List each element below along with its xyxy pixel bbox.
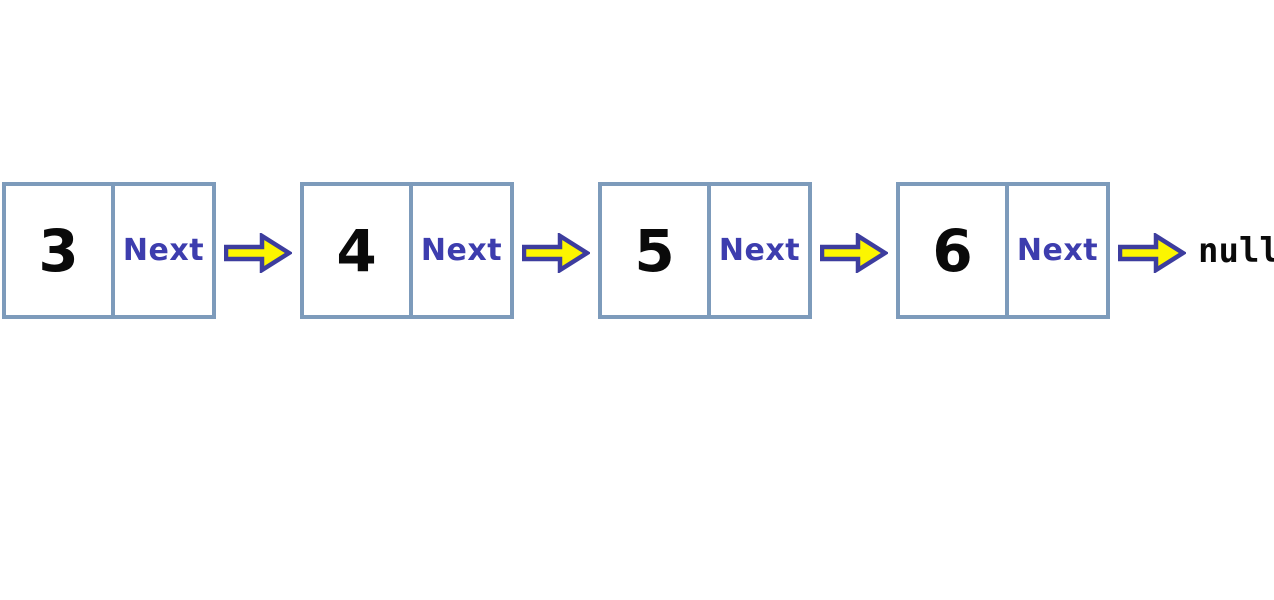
linked-list-row: 3 Next 4 Next 5 Next 6 Next null xyxy=(2,182,1274,319)
node-next-pointer: Next xyxy=(707,186,808,315)
list-node: 5 Next xyxy=(598,182,812,319)
list-node: 4 Next xyxy=(300,182,514,319)
next-arrow-icon xyxy=(224,232,292,273)
list-node: 6 Next xyxy=(896,182,1110,319)
next-arrow-icon xyxy=(820,232,888,273)
node-value: 4 xyxy=(336,216,377,285)
node-value: 3 xyxy=(38,216,79,285)
next-arrow-icon xyxy=(522,232,590,273)
next-arrow-icon xyxy=(1118,232,1186,273)
node-next-pointer: Next xyxy=(409,186,510,315)
node-next-pointer: Next xyxy=(111,186,212,315)
list-node: 3 Next xyxy=(2,182,216,319)
node-value: 5 xyxy=(634,216,675,285)
node-next-pointer: Next xyxy=(1005,186,1106,315)
node-value: 6 xyxy=(932,216,973,285)
null-terminator: null xyxy=(1198,230,1274,271)
